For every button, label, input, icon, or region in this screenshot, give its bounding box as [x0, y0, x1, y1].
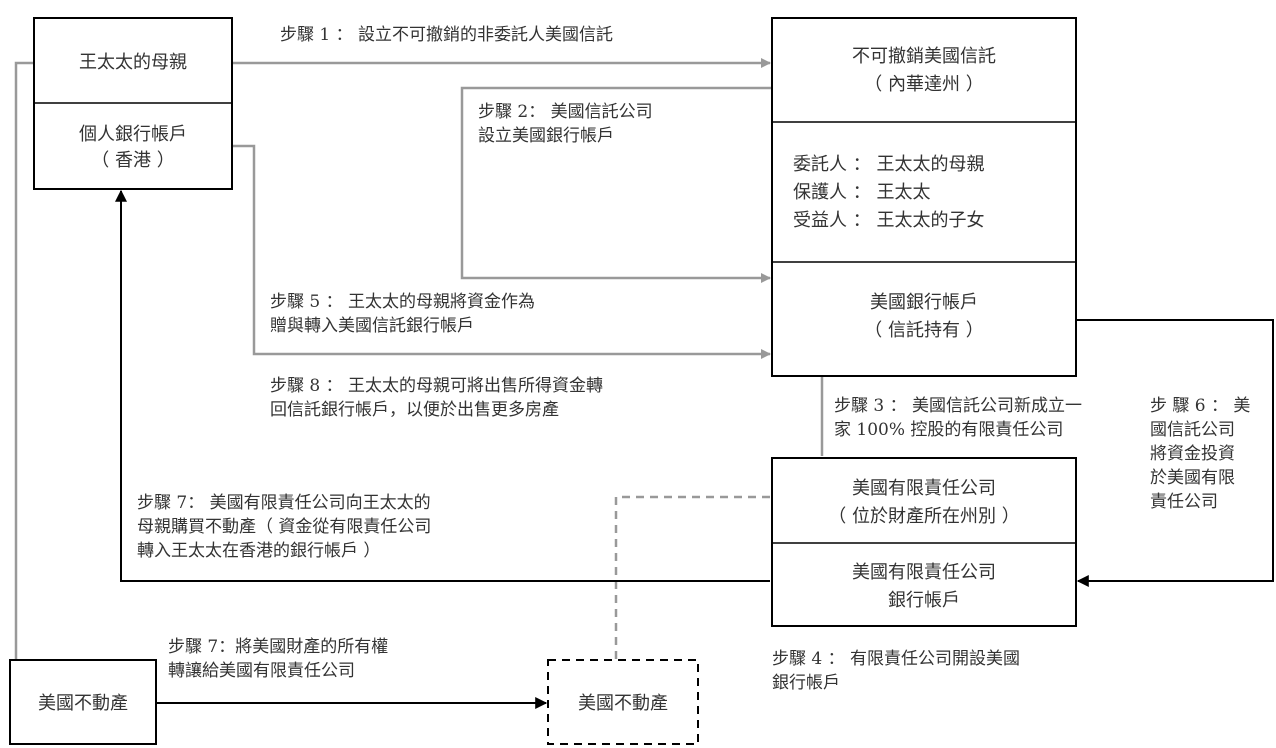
step8-label: 步驟 8 ： 王太太的母親可將出售所得資金轉: [270, 376, 603, 396]
arrow-step2: [460, 86, 772, 283]
trust-beneficiary: 受益人 ： 王太太的子女: [793, 210, 984, 231]
step7a-label-l2: 母親購買不動產（ 資金從有限責任公司: [137, 517, 431, 537]
step2-label: 步驟 2： 美國信託公司: [478, 102, 653, 122]
line-property-owner: [14, 61, 34, 660]
step7a-label-l3: 轉入王太太在香港的銀行帳戶 ）: [137, 541, 380, 561]
trust-protector: 保護人 ： 王太太: [793, 182, 930, 203]
step7a-label: 步驟 7： 美國有限責任公司向王太太的: [137, 493, 431, 513]
property-right-box: 美國不動產: [547, 659, 699, 745]
trust-bank-holder: （ 信託持有 ）: [864, 320, 983, 341]
step6-label: 步 驟 6 ： 美: [1150, 396, 1250, 416]
personal-account-label: 個人銀行帳戶: [79, 124, 187, 145]
step5-label-cont: 贈與轉入美國信託銀行帳戶: [270, 316, 474, 336]
trust-title: 不可撤銷美國信託: [852, 46, 996, 67]
property-left-box: 美國不動產: [9, 659, 157, 745]
step3-label: 步驟 3 ： 美國信託公司新成立一: [834, 396, 1082, 416]
step4-label: 步驟 4 ： 有限責任公司開設美國: [772, 649, 1020, 669]
llc-bank-title: 美國有限責任公司: [852, 562, 996, 583]
step7b-label-cont: 轉讓給美國有限責任公司: [168, 660, 355, 681]
step1-label: 步驟 1 ： 設立不可撤銷的非委託人美國信託: [280, 25, 613, 45]
step4-label-cont: 銀行帳戶: [772, 673, 840, 693]
step6-label-l2: 國信託公司: [1150, 420, 1235, 440]
property-left-label: 美國不動產: [38, 693, 128, 714]
llc-location: （ 位於財產所在州別 ）: [828, 506, 1019, 527]
arrow-step6: [1076, 319, 1274, 587]
personal-account-location: （ 香港 ）: [91, 150, 174, 171]
llc-box: 美國有限責任公司 （ 位於財產所在州別 ） 美國有限責任公司 銀行帳戶: [771, 457, 1077, 627]
step2-label-cont: 設立美國銀行帳戶: [478, 126, 614, 146]
step3-label-cont: 家 100% 控股的有限責任公司: [834, 420, 1063, 440]
step6-label-l4: 於美國有限: [1150, 468, 1235, 488]
llc-title: 美國有限責任公司: [852, 478, 996, 499]
mother-box: 王太太的母親 個人銀行帳戶 （ 香港 ）: [33, 17, 233, 190]
mother-label: 王太太的母親: [79, 52, 187, 73]
llc-bank-account: 銀行帳戶: [888, 590, 960, 611]
trust-bank-account: 美國銀行帳戶: [870, 292, 978, 313]
trust-settlor: 委託人 ： 王太太的母親: [793, 154, 984, 175]
trust-state: （ 內華達州 ）: [864, 74, 983, 95]
step6-label-l5: 責任公司: [1150, 492, 1218, 512]
trust-box: 不可撤銷美國信託 （ 內華達州 ） 委託人 ： 王太太的母親 保護人 ： 王太太…: [771, 17, 1077, 377]
step8-label-cont: 回信託銀行帳戶，以便於出售更多房產: [270, 400, 559, 420]
dashed-line-llc-property: [614, 495, 770, 660]
arrow-step7a: [115, 189, 770, 582]
step5-label: 步驟 5 ： 王太太的母親將資金作為: [270, 292, 535, 312]
step6-label-l3: 將資金投資: [1150, 444, 1235, 464]
arrow-step5: [232, 144, 771, 359]
step7b-label: 步驟 7：將美國財產的所有權: [168, 637, 388, 657]
property-right-label: 美國不動產: [578, 693, 668, 714]
